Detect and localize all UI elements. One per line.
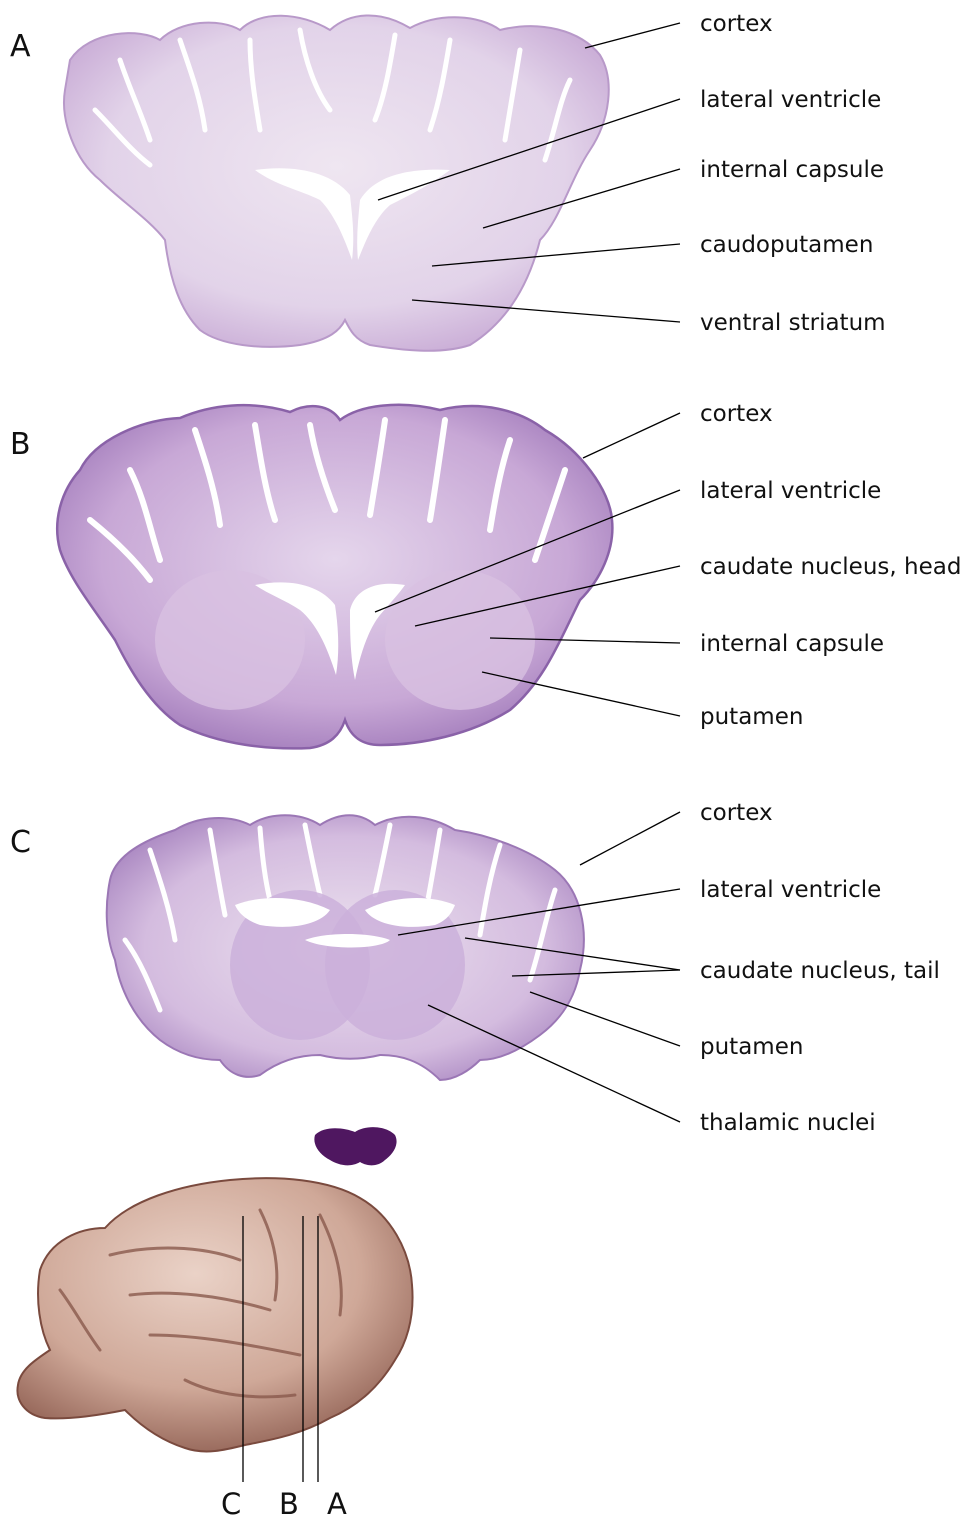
section-marker-b: B: [279, 1490, 299, 1519]
label-b-internal-capsule: internal capsule: [700, 633, 884, 656]
panel-letter-a: A: [10, 32, 31, 62]
section-marker-c: C: [221, 1490, 241, 1519]
label-c-thalamic-nuclei: thalamic nuclei: [700, 1112, 876, 1135]
label-a-caudoputamen: caudoputamen: [700, 234, 873, 257]
label-c-caudate-nucleus-tail: caudate nucleus, tail: [700, 960, 940, 983]
label-a-internal-capsule: internal capsule: [700, 159, 884, 182]
label-c-putamen: putamen: [700, 1036, 803, 1059]
label-b-putamen: putamen: [700, 706, 803, 729]
section-c-image: [107, 815, 584, 1165]
brain-lateral-image: [17, 1178, 412, 1451]
label-b-lateral-ventricle: lateral ventricle: [700, 480, 881, 503]
label-a-cortex: cortex: [700, 13, 773, 36]
section-a-image: [64, 15, 609, 350]
section-b-image: [57, 405, 612, 749]
label-a-ventral-striatum: ventral striatum: [700, 312, 886, 335]
panel-letter-b: B: [10, 430, 31, 460]
label-c-lateral-ventricle: lateral ventricle: [700, 879, 881, 902]
section-marker-a: A: [327, 1490, 347, 1519]
label-b-caudate-nucleus-head: caudate nucleus, head: [700, 556, 961, 579]
label-c-cortex: cortex: [700, 802, 773, 825]
label-b-cortex: cortex: [700, 403, 773, 426]
label-a-lateral-ventricle: lateral ventricle: [700, 89, 881, 112]
panel-letter-c: C: [10, 828, 31, 858]
